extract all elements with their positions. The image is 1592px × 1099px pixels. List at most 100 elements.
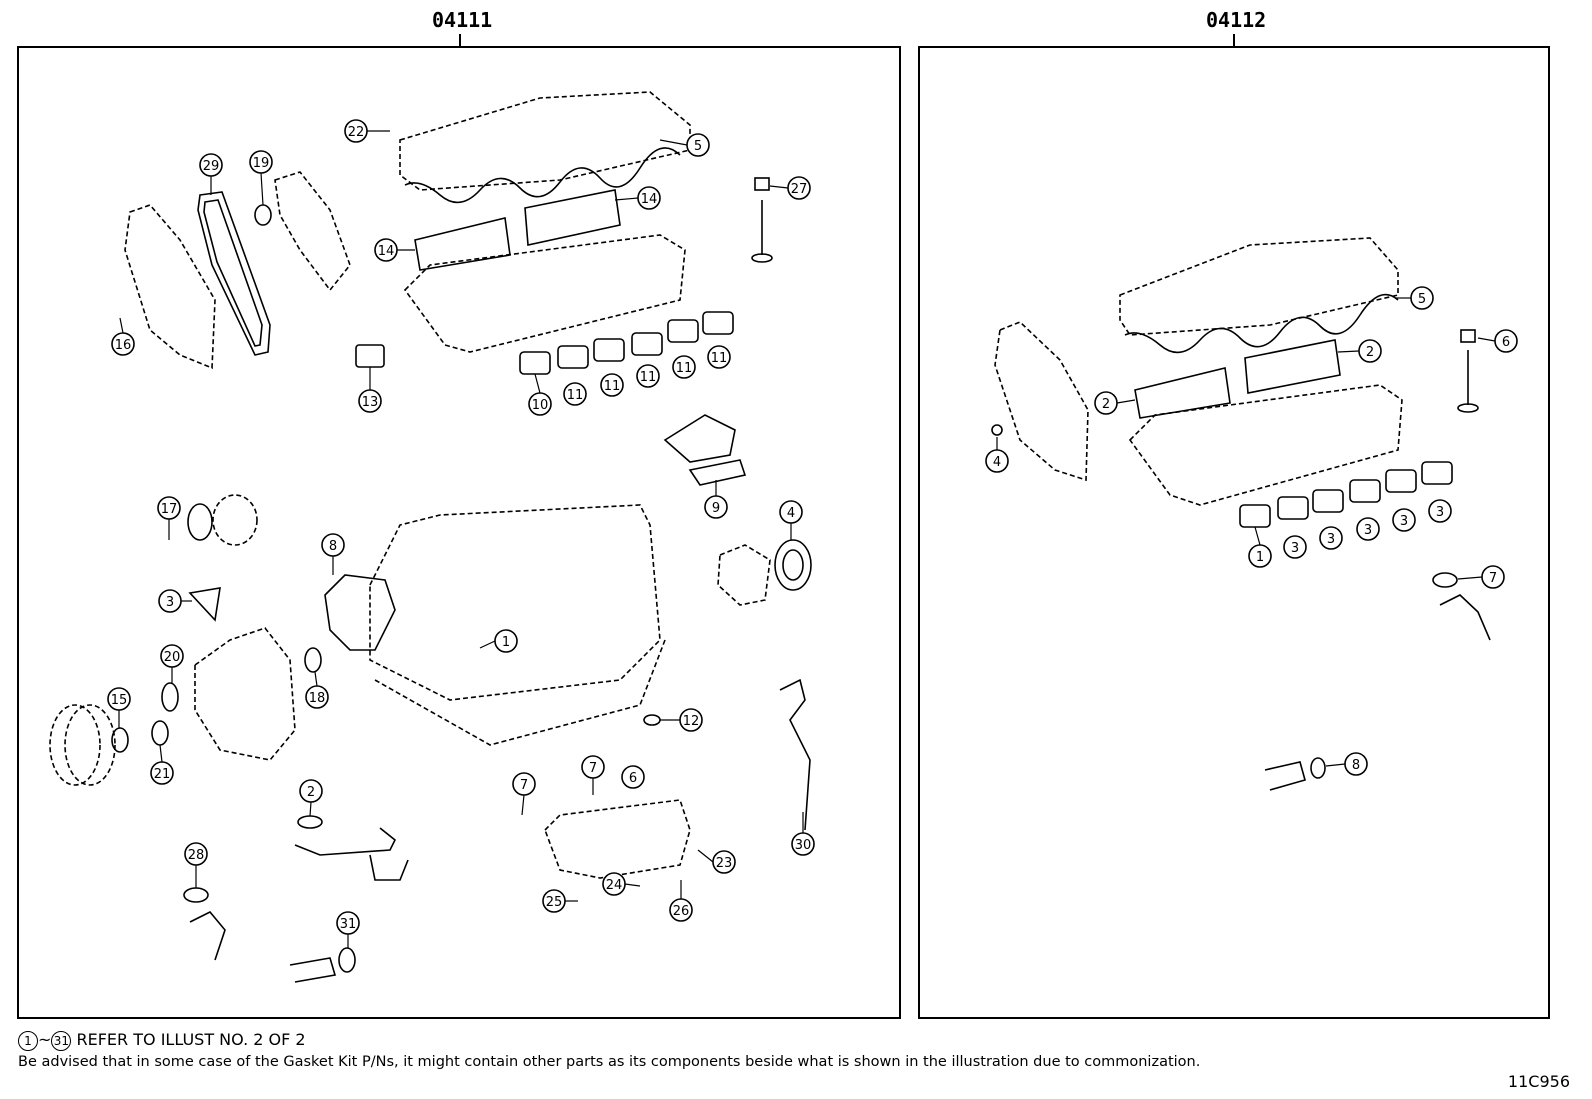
callout-marker: 3 [158, 589, 182, 613]
callout-label: 9 [712, 501, 720, 516]
callout-label: 17 [161, 502, 178, 517]
callout-marker: 1 [494, 629, 518, 653]
callout-marker: 3 [1356, 517, 1380, 541]
callout-label: 29 [203, 159, 220, 174]
callout-marker: 27 [787, 176, 811, 200]
callout-label: 3 [1364, 523, 1372, 538]
callout-marker: 11 [707, 345, 731, 369]
callout-label: 26 [673, 904, 690, 919]
callout-marker: 25 [542, 889, 566, 913]
callout-label: 2 [307, 785, 315, 800]
callout-label: 3 [1436, 505, 1444, 520]
kit-panel-04111 [17, 46, 901, 1019]
callout-label: 11 [711, 351, 728, 366]
callout-label: 11 [676, 361, 693, 376]
callout-marker: 15 [107, 687, 131, 711]
callout-marker: 26 [669, 898, 693, 922]
callout-label: 4 [787, 506, 795, 521]
callout-label: 2 [1366, 345, 1374, 360]
callout-label: 24 [606, 878, 623, 893]
callout-marker: 2 [299, 779, 323, 803]
callout-label: 14 [641, 192, 658, 207]
callout-marker: 18 [305, 685, 329, 709]
callout-label: 19 [253, 156, 270, 171]
callout-label: 11 [604, 379, 621, 394]
right-parts-dashed [994, 237, 1403, 506]
callout-marker: 11 [636, 364, 660, 388]
callout-label: 5 [694, 139, 702, 154]
kit-code-04111: 04111 [432, 8, 493, 32]
callout-marker: 11 [563, 382, 587, 406]
callout-marker: 14 [374, 238, 398, 262]
callout-label: 1 [502, 635, 510, 650]
callout-label: 8 [1352, 758, 1360, 773]
callout-label: 27 [791, 182, 808, 197]
callout-label: 31 [340, 917, 357, 932]
callout-marker: 24 [602, 872, 626, 896]
reference-text: REFER TO ILLUST NO. 2 OF 2 [76, 1030, 306, 1049]
callout-marker: 20 [160, 644, 184, 668]
callout-label: 7 [520, 778, 528, 793]
callout-marker: 2 [1094, 391, 1118, 415]
callout-label: 2 [1102, 397, 1110, 412]
illustration-reference-note: 1~31 REFER TO ILLUST NO. 2 OF 2 [18, 1030, 306, 1051]
kit-panel-04112 [918, 46, 1550, 1019]
callout-marker: 29 [199, 153, 223, 177]
callout-marker: 11 [672, 355, 696, 379]
callout-label: 16 [115, 338, 132, 353]
callout-label: 18 [309, 691, 326, 706]
callout-marker: 7 [581, 755, 605, 779]
callout-label: 6 [1502, 335, 1510, 350]
callout-marker: 4 [985, 449, 1009, 473]
callout-label: 8 [329, 539, 337, 554]
left-leader-lines [118, 130, 804, 948]
left-parts-dashed [49, 91, 771, 879]
left-parts-solid [111, 147, 812, 983]
callout-marker: 7 [1481, 565, 1505, 589]
callout-marker: 30 [791, 832, 815, 856]
callout-marker: 8 [1344, 752, 1368, 776]
callout-marker: 19 [249, 150, 273, 174]
callout-marker: 3 [1428, 499, 1452, 523]
callout-marker: 23 [712, 850, 736, 874]
callout-label: 4 [993, 455, 1001, 470]
callout-marker: 17 [157, 496, 181, 520]
range-end-marker: 31 [51, 1031, 72, 1051]
callout-marker: 5 [1410, 286, 1434, 310]
callout-label: 7 [1489, 571, 1497, 586]
callout-label: 10 [532, 398, 549, 413]
callout-label: 20 [164, 650, 181, 665]
gasket-kit-disclaimer: Be advised that in some case of the Gask… [18, 1054, 1201, 1070]
callout-label: 6 [629, 771, 637, 786]
callout-marker: 6 [1494, 329, 1518, 353]
callout-marker: 1 [1248, 544, 1272, 568]
callout-marker: 31 [336, 911, 360, 935]
callout-marker: 2 [1358, 339, 1382, 363]
callout-label: 12 [683, 714, 700, 729]
callout-marker: 8 [321, 533, 345, 557]
callout-label: 3 [166, 595, 174, 610]
callout-marker: 9 [704, 495, 728, 519]
callout-marker: 3 [1392, 508, 1416, 532]
callout-marker: 28 [184, 842, 208, 866]
callout-label: 11 [640, 370, 657, 385]
callout-label: 23 [716, 856, 733, 871]
callout-marker: 11 [600, 373, 624, 397]
callout-label: 3 [1400, 514, 1408, 529]
callout-label: 21 [154, 767, 171, 782]
callout-marker: 13 [358, 389, 382, 413]
callout-label: 22 [348, 125, 365, 140]
callout-marker: 16 [111, 332, 135, 356]
callout-label: 14 [378, 244, 395, 259]
right-parts-solid [991, 293, 1491, 791]
callout-marker: 6 [621, 765, 645, 789]
callout-marker: 7 [512, 772, 536, 796]
callout-marker: 4 [779, 500, 803, 524]
callout-marker: 5 [686, 133, 710, 157]
callout-marker: 3 [1283, 535, 1307, 559]
figure-id: 11C956 [1507, 1072, 1570, 1091]
callout-label: 15 [111, 693, 128, 708]
range-start-marker: 1 [18, 1031, 38, 1051]
callout-label: 25 [546, 895, 563, 910]
